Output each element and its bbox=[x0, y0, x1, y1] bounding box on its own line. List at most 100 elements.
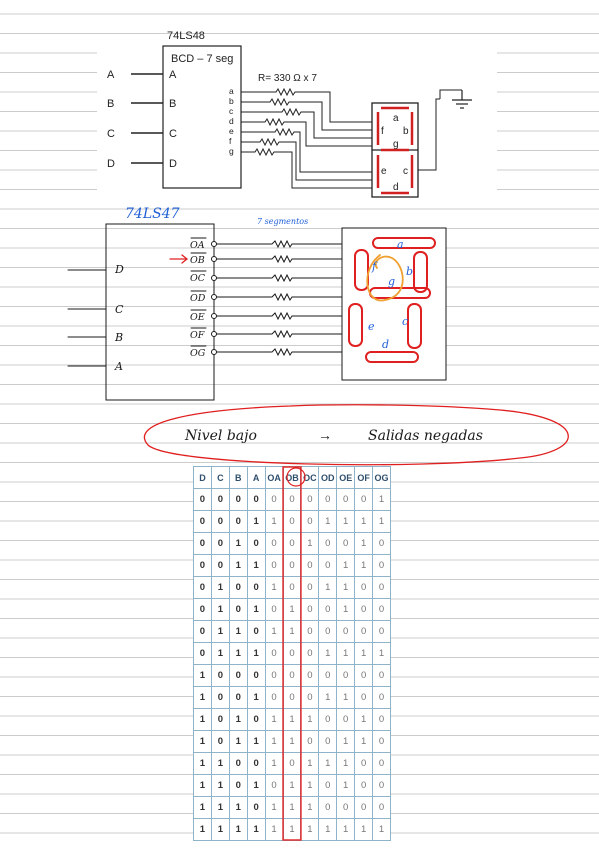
table-cell: 1 bbox=[336, 598, 356, 621]
table-cell: 0 bbox=[193, 510, 212, 533]
chip-74ls47-label: 74LS47 bbox=[125, 206, 180, 222]
truth-table-header-cell: D bbox=[193, 466, 212, 489]
table-cell: 1 bbox=[354, 730, 374, 753]
top-seg-a: a bbox=[393, 113, 399, 124]
table-cell: 0 bbox=[282, 664, 302, 687]
table-cell: 0 bbox=[372, 554, 391, 577]
table-cell: 0 bbox=[300, 642, 320, 665]
table-cell: 0 bbox=[246, 576, 266, 599]
table-cell: 0 bbox=[300, 598, 320, 621]
table-cell: 1 bbox=[336, 752, 356, 775]
table-cell: 0 bbox=[372, 620, 391, 643]
table-cell: 0 bbox=[246, 664, 266, 687]
table-cell: 1 bbox=[246, 554, 266, 577]
top-out-c: c bbox=[229, 106, 234, 116]
table-cell: 0 bbox=[300, 488, 320, 511]
table-cell: 0 bbox=[372, 686, 391, 709]
top-input-d: D bbox=[107, 158, 115, 170]
top-seg-c: c bbox=[403, 166, 408, 177]
table-cell: 1 bbox=[354, 554, 374, 577]
table-cell: 1 bbox=[228, 796, 248, 819]
table-cell: 1 bbox=[264, 818, 284, 841]
hand-input-a: A bbox=[114, 360, 123, 373]
top-seg-b: b bbox=[403, 126, 409, 137]
table-cell: 0 bbox=[318, 774, 338, 797]
table-cell: 1 bbox=[282, 796, 302, 819]
table-cell: 1 bbox=[372, 642, 391, 665]
table-cell: 1 bbox=[228, 708, 248, 731]
table-cell: 1 bbox=[210, 576, 230, 599]
hand-seg-d: d bbox=[382, 338, 389, 351]
table-cell: 1 bbox=[246, 642, 266, 665]
hand-out-oa: OA bbox=[190, 240, 205, 251]
table-cell: 0 bbox=[372, 774, 391, 797]
truth-table-header-cell: OA bbox=[264, 466, 284, 489]
table-cell: 0 bbox=[354, 752, 374, 775]
table-cell: 0 bbox=[354, 620, 374, 643]
table-cell: 0 bbox=[193, 598, 212, 621]
table-cell: 1 bbox=[354, 708, 374, 731]
table-cell: 1 bbox=[336, 774, 356, 797]
table-cell: 0 bbox=[318, 730, 338, 753]
hand-input-b: B bbox=[114, 331, 123, 344]
table-cell: 0 bbox=[264, 554, 284, 577]
table-cell: 1 bbox=[372, 818, 391, 841]
hand-seg-f: f bbox=[371, 260, 378, 273]
table-cell: 0 bbox=[246, 752, 266, 775]
top-out-g: g bbox=[229, 146, 234, 156]
table-cell: 0 bbox=[336, 796, 356, 819]
table-cell: 1 bbox=[210, 796, 230, 819]
truth-table-header-cell: OG bbox=[372, 466, 391, 489]
table-cell: 1 bbox=[193, 730, 212, 753]
table-cell: 1 bbox=[318, 576, 338, 599]
table-cell: 0 bbox=[318, 598, 338, 621]
table-cell: 1 bbox=[282, 730, 302, 753]
table-cell: 0 bbox=[282, 488, 302, 511]
table-cell: 1 bbox=[210, 818, 230, 841]
truth-table-header-cell: OD bbox=[318, 466, 338, 489]
table-cell: 1 bbox=[300, 752, 320, 775]
table-cell: 1 bbox=[336, 686, 356, 709]
note-text-left: Nivel bajo bbox=[184, 428, 257, 444]
table-cell: 0 bbox=[354, 686, 374, 709]
truth-table-header-cell: B bbox=[228, 466, 248, 489]
top-input-a: A bbox=[107, 69, 115, 81]
top-out-d: d bbox=[229, 116, 234, 126]
top-out-e: e bbox=[229, 126, 234, 136]
table-cell: 1 bbox=[193, 708, 212, 731]
note-text-right: Salidas negadas bbox=[368, 428, 483, 444]
table-cell: 1 bbox=[354, 818, 374, 841]
table-cell: 1 bbox=[336, 642, 356, 665]
table-cell: 1 bbox=[372, 488, 391, 511]
table-cell: 0 bbox=[228, 576, 248, 599]
hand-seg-c: c bbox=[402, 315, 408, 328]
table-cell: 1 bbox=[282, 598, 302, 621]
table-cell: 1 bbox=[336, 576, 356, 599]
hand-input-d: D bbox=[114, 263, 124, 276]
table-cell: 1 bbox=[336, 730, 356, 753]
red-arrow-icon bbox=[169, 254, 189, 264]
orange-highlight-stroke bbox=[366, 254, 404, 302]
truth-table-header-cell: C bbox=[210, 466, 230, 489]
table-cell: 1 bbox=[300, 708, 320, 731]
truth-table-header-cell: A bbox=[246, 466, 266, 489]
table-cell: 0 bbox=[354, 796, 374, 819]
top-out-a: a bbox=[229, 86, 234, 96]
top-out-f: f bbox=[229, 136, 232, 146]
table-cell: 1 bbox=[210, 620, 230, 643]
table-cell: 0 bbox=[318, 620, 338, 643]
hand-output-wires bbox=[213, 239, 343, 357]
hand-circuit: 74LS47 7 segmentos D C B A OA OB OC OD O… bbox=[67, 206, 447, 401]
chip-74ls47-body bbox=[105, 223, 215, 401]
table-cell: 0 bbox=[282, 686, 302, 709]
table-cell: 1 bbox=[282, 620, 302, 643]
table-cell: 0 bbox=[228, 664, 248, 687]
